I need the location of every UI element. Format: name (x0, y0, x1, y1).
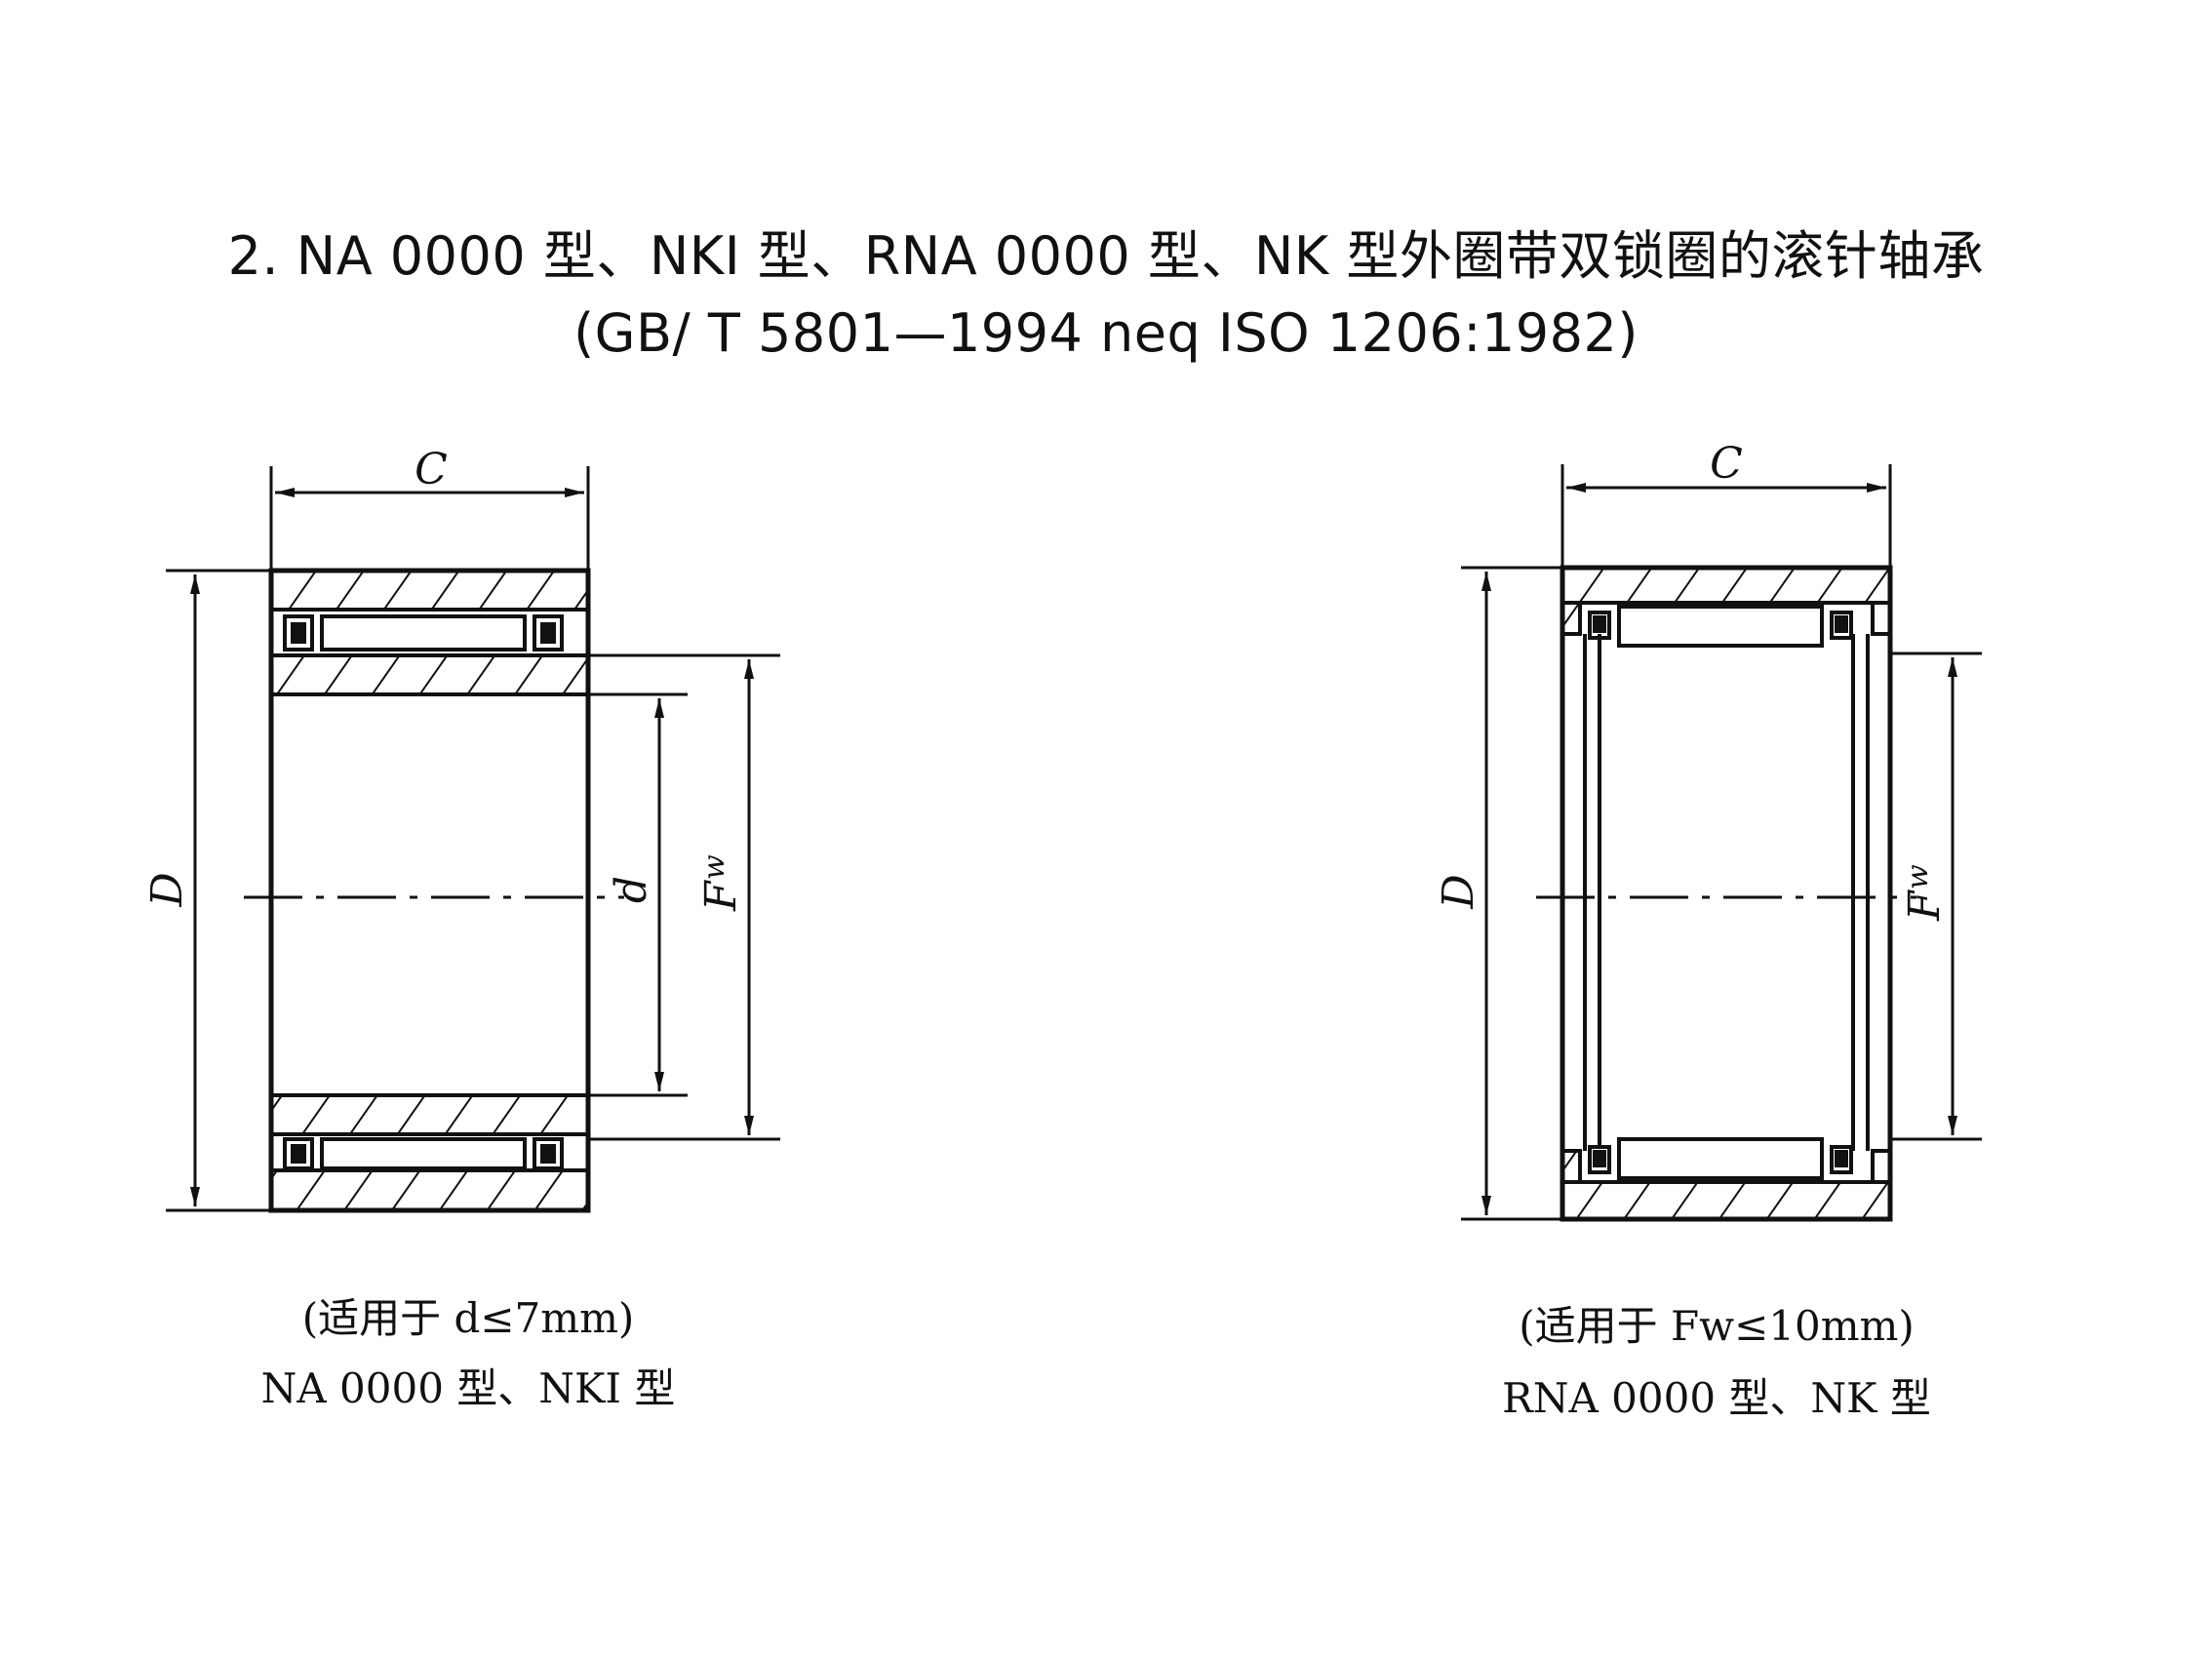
right-label-c: C (1710, 439, 1743, 489)
left-label-c: C (415, 445, 448, 494)
left-caption-types: NA 0000 型、NKI 型 (260, 1364, 676, 1412)
right-label-w: w (1901, 864, 1935, 889)
right-label-d-outer: D (1434, 874, 1483, 909)
title-line-1: 2. NA 0000 型、NKI 型、RNA 0000 型、NK 型外圈带双锁圈… (227, 225, 1985, 287)
left-caption-condition: (适用于 d≤7mm) (301, 1294, 635, 1342)
right-label-f: F (1900, 889, 1950, 922)
left-label-f: F (696, 880, 746, 912)
left-label-w: w (697, 854, 731, 880)
right-caption-condition: (适用于 Fw≤10mm) (1519, 1302, 1915, 1350)
left-label-d-bore: d (607, 876, 656, 903)
right-bearing-section (1560, 565, 1893, 1222)
title-line-2: (GB/ T 5801—1994 neq ISO 1206:1982) (573, 302, 1639, 364)
left-bearing-section (268, 568, 591, 1213)
left-label-d-outer: D (142, 872, 192, 907)
right-caption-types: RNA 0000 型、NK 型 (1502, 1374, 1931, 1422)
right-dimension-lines (1461, 464, 1982, 1221)
left-dimension-lines (166, 466, 780, 1212)
